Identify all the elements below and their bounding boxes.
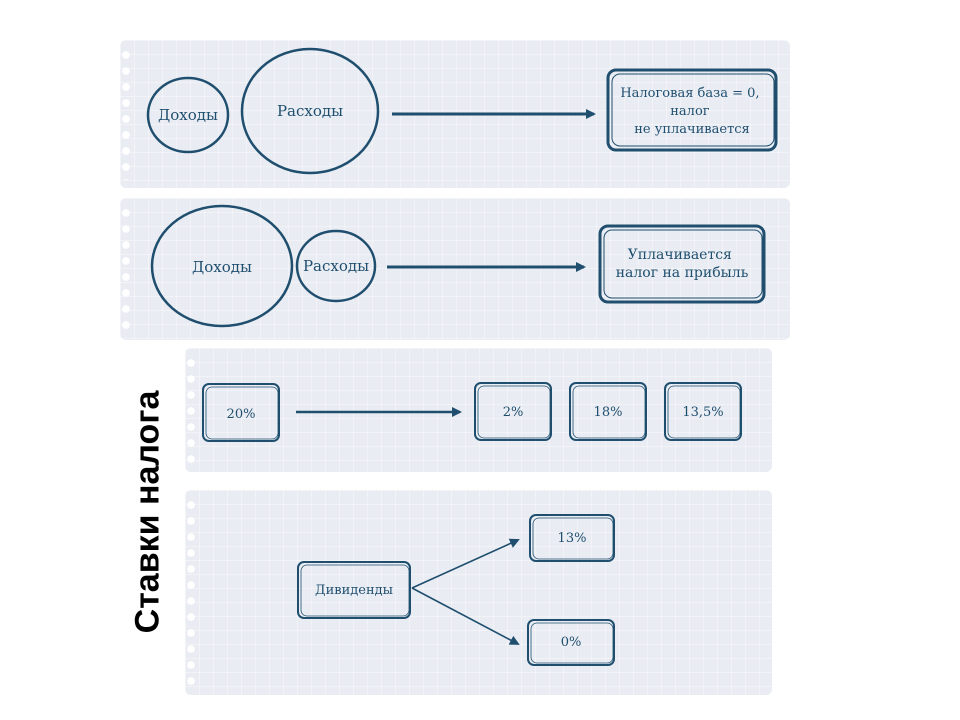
rate-box-sketch [530, 622, 614, 664]
rate-box-base [202, 383, 280, 442]
binder-holes [185, 498, 199, 687]
result-line: Уплачивается [628, 247, 732, 263]
expenses-label: Расходы [277, 102, 343, 120]
rate-box-sketch [477, 385, 551, 439]
binder-holes [185, 356, 199, 464]
result-box [606, 68, 778, 152]
result-line: налог на прибыль [616, 265, 749, 281]
income-circle [146, 76, 230, 154]
rate-box [474, 382, 552, 441]
arrow-down [411, 587, 520, 645]
rate-box-sketch [205, 386, 279, 440]
result-text: Уплачивается налог на прибыль [616, 247, 749, 281]
rate-label: 2% [503, 405, 524, 420]
income-label: Доходы [192, 258, 252, 276]
rate-box [664, 382, 742, 441]
result-line: не уплачивается [634, 122, 750, 137]
side-title: Ставки налога [128, 390, 167, 634]
panel-tax-rates [185, 348, 772, 472]
expenses-circle [240, 47, 380, 175]
income-label: Доходы [158, 106, 218, 124]
panel-dividends [185, 490, 772, 695]
result-line: налог [670, 104, 710, 119]
rate-box [529, 514, 615, 562]
arrow-up [411, 538, 520, 589]
result-box [598, 224, 766, 304]
result-box-sketch [611, 73, 775, 147]
expenses-label: Расходы [303, 257, 369, 275]
rate-box [569, 382, 647, 441]
dividends-box-sketch [300, 564, 410, 617]
binder-holes [120, 206, 134, 332]
dividends-label: Дивиденды [315, 583, 393, 598]
rate-box-sketch [532, 517, 614, 560]
panel-profit-tax [120, 198, 790, 340]
dividends-box [297, 561, 411, 619]
result-box-sketch [603, 229, 763, 299]
rate-0-label: 0% [561, 635, 582, 650]
binder-holes [120, 48, 134, 180]
rate-label: 13,5% [682, 405, 723, 420]
rate-base-label: 20% [227, 407, 256, 422]
result-line: Налоговая база = 0, [620, 86, 759, 101]
rate-box [527, 619, 615, 666]
expenses-circle [295, 229, 377, 303]
rate-label: 18% [594, 405, 623, 420]
rate-13-label: 13% [558, 531, 587, 546]
rate-box-sketch [667, 385, 741, 439]
income-circle [150, 204, 294, 328]
rate-box-sketch [572, 385, 646, 439]
result-text: Налоговая база = 0, налог не уплачиваетс… [620, 86, 763, 137]
